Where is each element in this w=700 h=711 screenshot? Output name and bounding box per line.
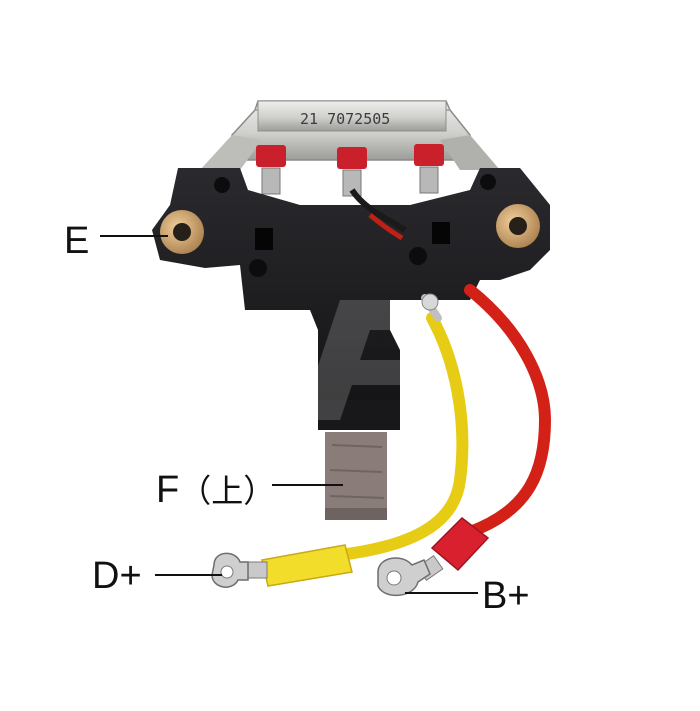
black-wire — [349, 188, 407, 233]
carbon-brush — [325, 432, 387, 520]
brass-bushing-left — [160, 210, 204, 254]
b-plus-terminal — [377, 517, 490, 596]
small-red-wire — [368, 213, 404, 241]
metal-case: 21 7072505 — [200, 100, 500, 170]
yellow-wire — [334, 312, 469, 561]
terminal-caps — [256, 144, 444, 197]
watermark — [300, 300, 470, 420]
brass-bushing-right — [496, 204, 540, 248]
label-f: F（上） — [156, 471, 275, 509]
label-e: E — [64, 220, 90, 262]
module-code: 21 7072505 — [300, 110, 390, 128]
label-d-plus: D+ — [92, 555, 142, 597]
label-f-letter: F — [156, 469, 180, 511]
red-wire — [464, 284, 552, 538]
label-f-note: （上） — [179, 472, 276, 510]
plastic-housing — [152, 168, 550, 430]
d-plus-terminal — [211, 544, 353, 588]
label-b-plus: B+ — [482, 575, 530, 617]
